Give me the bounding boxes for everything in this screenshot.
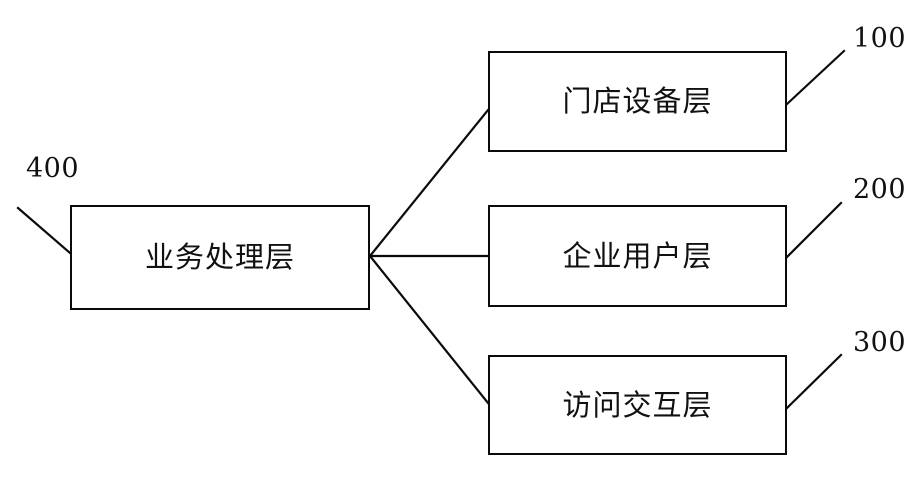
node-business-processing-layer[interactable]: 业务处理层: [70, 205, 370, 310]
node-label-access-interaction-layer: 访问交互层: [562, 387, 713, 422]
reference-numeral-300: 300: [853, 327, 907, 358]
reference-numeral-400: 400: [26, 153, 80, 184]
reference-numeral-200: 200: [853, 174, 907, 205]
node-access-interaction-layer[interactable]: 访问交互层: [488, 355, 787, 455]
node-store-device-layer[interactable]: 门店设备层: [488, 51, 787, 152]
node-enterprise-user-layer[interactable]: 企业用户层: [488, 205, 787, 307]
leader-line-200: [785, 201, 843, 259]
connector-business-to-store: [368, 108, 490, 258]
node-label-enterprise-user-layer: 企业用户层: [562, 238, 713, 273]
node-label-store-device-layer: 门店设备层: [562, 84, 713, 118]
leader-line-300: [785, 353, 843, 410]
leader-line-100: [785, 49, 846, 106]
leader-line-400: [16, 206, 72, 255]
reference-numeral-100: 100: [853, 23, 907, 54]
node-label-business-processing-layer: 业务处理层: [144, 240, 295, 274]
connector-business-to-access: [368, 254, 490, 405]
